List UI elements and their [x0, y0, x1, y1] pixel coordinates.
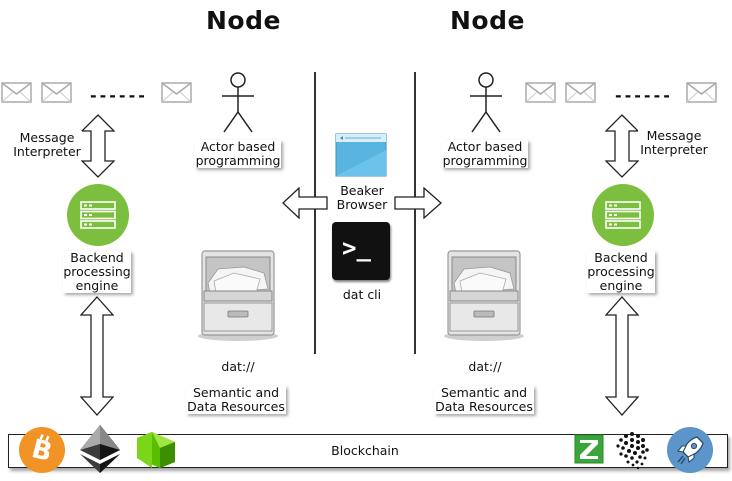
- actor-label: Actor based programming: [195, 139, 281, 168]
- browser-window-icon: [334, 132, 388, 178]
- bitcoin-icon: B: [18, 426, 66, 474]
- resources-label: Semantic and Data Resources: [186, 385, 286, 414]
- mail-icon: [525, 82, 556, 103]
- double-arrow-icon: [81, 114, 115, 178]
- ethereum-icon: [78, 424, 122, 474]
- message-interpreter-label: Message Interpreter: [638, 129, 710, 157]
- double-arrow-icon: [80, 296, 114, 416]
- message-queue-dashes: ------: [90, 86, 148, 105]
- right-arrow-icon: [394, 187, 442, 219]
- double-arrow-icon: [605, 114, 639, 178]
- resources-label: Semantic and Data Resources: [434, 385, 534, 414]
- message-interpreter-label: Message Interpreter: [12, 130, 82, 159]
- file-cabinet-icon: [194, 247, 282, 342]
- actor-label: Actor based programming: [442, 139, 528, 168]
- terminal-icon: >_: [332, 222, 390, 280]
- left-node-title: Node: [206, 6, 281, 35]
- right-separator: [414, 72, 416, 354]
- actor-icon: [468, 72, 504, 134]
- zcash-icon: [574, 434, 604, 464]
- mail-icon: [686, 82, 717, 103]
- actor-icon: [220, 72, 256, 134]
- backend-engine-label: Backend processing engine: [587, 250, 655, 293]
- dat-url-label: dat://: [457, 360, 513, 374]
- double-arrow-icon: [605, 296, 639, 416]
- server-icon: [591, 183, 655, 247]
- right-node-title: Node: [450, 6, 525, 35]
- terminal-prompt: >_: [342, 234, 371, 262]
- iota-icon: [612, 430, 652, 470]
- left-separator: [314, 72, 316, 354]
- server-icon: [66, 183, 130, 247]
- mail-icon: [41, 82, 72, 103]
- mail-icon: [1, 82, 32, 103]
- backend-engine-label: Backend processing engine: [63, 250, 131, 293]
- message-queue-dashes: ------: [615, 86, 673, 105]
- blockchain-bar: [8, 434, 728, 468]
- mail-icon: [161, 82, 192, 103]
- file-cabinet-icon: [440, 247, 528, 342]
- mail-icon: [565, 82, 596, 103]
- dat-url-label: dat://: [210, 360, 266, 374]
- browser-label: Beaker Browser: [330, 184, 394, 212]
- stellar-icon: [666, 426, 714, 474]
- neo-icon: [136, 430, 176, 470]
- left-arrow-icon: [282, 187, 328, 219]
- cli-label: dat cli: [330, 288, 394, 302]
- blockchain-label: Blockchain: [331, 443, 399, 458]
